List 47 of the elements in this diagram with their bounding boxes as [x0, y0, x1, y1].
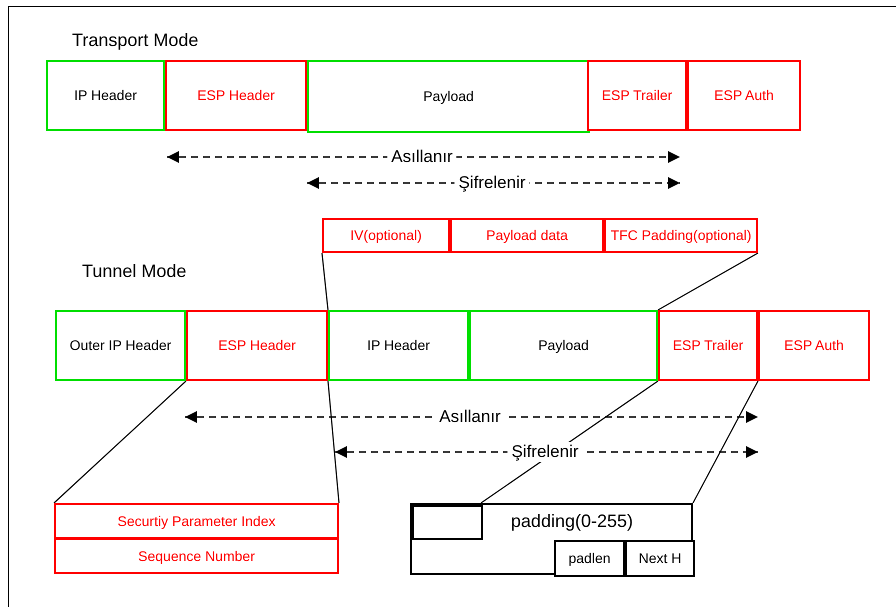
empty-box [412, 505, 483, 540]
field-box [54, 503, 339, 539]
field-label: Payload [538, 337, 589, 354]
leader-line [692, 380, 759, 504]
field-box [758, 310, 870, 381]
padding-block [410, 503, 693, 575]
field-box [554, 540, 625, 577]
field-box [625, 540, 695, 577]
field-box [46, 60, 165, 131]
field-label: IV(optional) [350, 227, 422, 244]
field-label: ESP Header [197, 87, 275, 104]
field-label: Sequence Number [138, 548, 255, 564]
span-label: Şifrelenir [507, 442, 583, 462]
field-label: Outer IP Header [70, 337, 172, 354]
field-box [658, 310, 758, 381]
leader-line [54, 380, 186, 504]
field-label: ESP Auth [714, 87, 774, 104]
section-heading: Transport Mode [72, 30, 198, 50]
field-box [186, 310, 328, 381]
field-label: Securtiy Parameter Index [118, 512, 276, 530]
field-label: IP Header [74, 87, 137, 104]
field-label: ESP Auth [784, 337, 844, 354]
field-label: padding(0-255) [510, 513, 633, 530]
field-label: ESP Trailer [672, 337, 744, 354]
leader-line [658, 252, 758, 311]
field-box [450, 218, 604, 253]
span-label: Şifrelenir [454, 173, 530, 193]
field-box [54, 538, 339, 574]
field-box [587, 60, 687, 131]
field-label: Next H [638, 550, 682, 567]
leader-line [321, 252, 329, 310]
field-box [165, 60, 307, 131]
field-box [55, 310, 186, 381]
field-box [307, 60, 590, 133]
field-box [328, 310, 469, 381]
field-box [322, 218, 450, 253]
field-label: Payload data [486, 227, 568, 244]
field-box [469, 310, 658, 381]
field-label: TFC Padding(optional) [610, 227, 752, 244]
field-box [604, 218, 758, 253]
field-label: ESP Header [218, 337, 296, 354]
field-label: Payload [423, 88, 474, 105]
leader-line [327, 380, 340, 504]
field-label: ESP Trailer [602, 87, 672, 104]
field-box [687, 60, 801, 131]
field-label: IP Header [367, 337, 430, 354]
field-label: padlen [568, 550, 611, 567]
